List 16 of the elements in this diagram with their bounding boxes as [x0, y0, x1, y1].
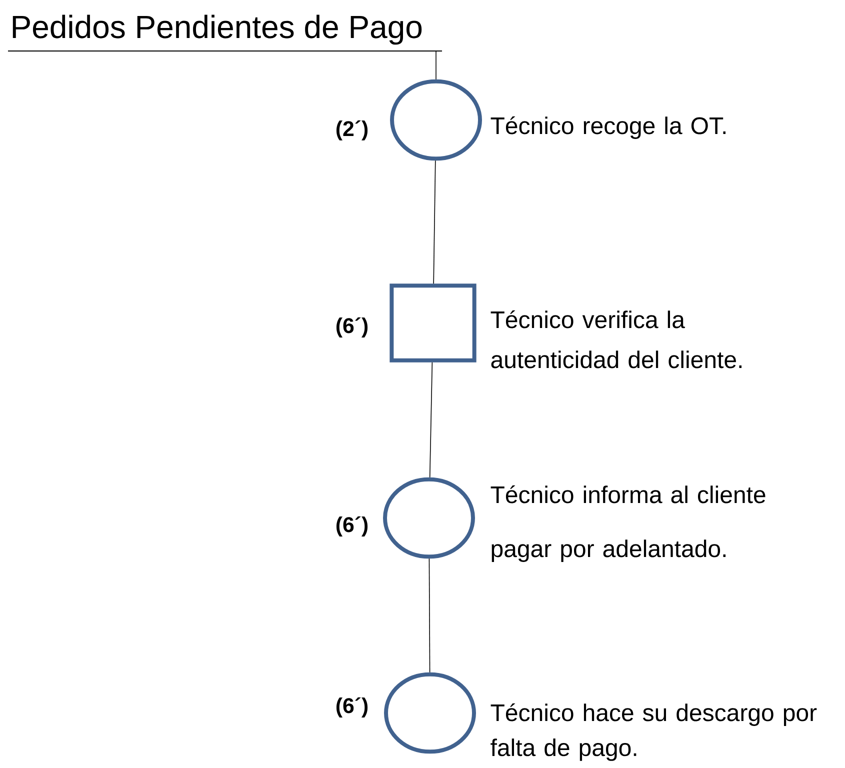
circle-symbol [383, 477, 475, 559]
square-symbol [390, 284, 476, 362]
connector-line [433, 160, 436, 284]
circle-symbol [384, 672, 476, 754]
time-label: (6´) [336, 317, 368, 338]
circle-symbol [390, 79, 482, 161]
connector-line [429, 362, 433, 478]
step-description: Técnico verifica la autenticidad del cliente. [490, 310, 742, 368]
time-label: (6´) [336, 697, 368, 718]
step-description: Técnico informa al cliente pagar por adelantado. [490, 485, 766, 562]
step-description: Técnico recoge la OT. [490, 116, 726, 139]
title: Pedidos Pendientes de Pago [12, 14, 422, 45]
step-description: Técnico hace su descargo por falta de pago. [490, 703, 817, 761]
connector-line [428, 558, 430, 673]
time-label: (6´) [336, 516, 368, 536]
time-label: (2´) [336, 120, 368, 140]
